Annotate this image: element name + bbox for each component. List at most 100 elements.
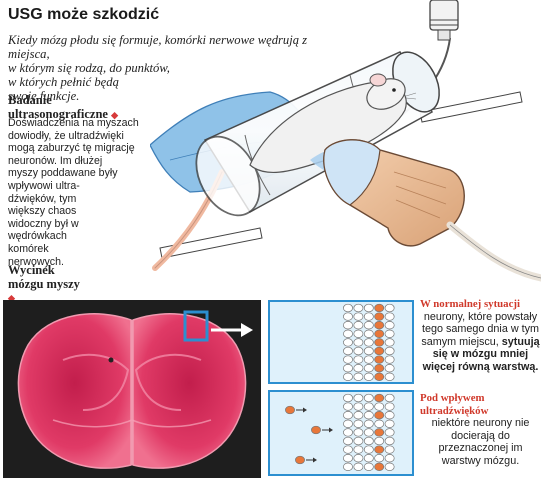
neuron-cell <box>343 462 353 471</box>
section-heading-brain-slice: Wycinek mózgu myszy ◆ <box>8 263 80 303</box>
bullet-icon: ◆ <box>111 110 119 120</box>
migrated-neuron <box>374 364 385 373</box>
neuron-cell <box>374 419 385 428</box>
arrow-head <box>313 457 317 463</box>
neuron-cell <box>343 338 353 347</box>
normal-situation-text: W normalnej sytuacji neurony, które pows… <box>420 298 540 373</box>
section-body-ultrasound: Doświadczenia na myszach dowiodły, że ul… <box>8 117 139 268</box>
neuron-cell <box>353 462 364 471</box>
neuron-cell <box>384 329 395 338</box>
neuron-cell <box>363 454 374 463</box>
neuron-cell <box>363 436 374 446</box>
ultrasound-mouse-illustration <box>150 0 541 282</box>
neuron-cell <box>343 321 353 330</box>
neuron-cell <box>353 321 364 330</box>
neuron-cell <box>343 355 353 364</box>
mouse-eye <box>392 88 396 92</box>
neuron-cell <box>343 303 353 313</box>
neuron-cell <box>343 364 353 373</box>
migrated-neuron <box>374 321 385 330</box>
neuron-cell <box>353 454 364 463</box>
tape-strip <box>159 227 263 259</box>
neuron-cell <box>343 428 353 437</box>
neuron-cell <box>384 419 395 428</box>
neuron-cell <box>363 329 374 338</box>
neuron-cell <box>363 346 374 356</box>
neuron-cell <box>384 462 395 471</box>
neuron-cell <box>353 445 364 454</box>
neuron-cell <box>343 393 353 403</box>
neuron-cell <box>353 303 364 313</box>
neuron-cell <box>384 445 395 454</box>
neuron-cell <box>363 321 374 330</box>
migrated-neuron <box>374 411 385 420</box>
neuron-cell <box>343 411 353 420</box>
neuron-cell <box>343 419 353 428</box>
neuron-cell <box>363 312 374 321</box>
brain-right-hemisphere <box>132 313 247 469</box>
neuron-cell <box>384 411 395 420</box>
neuron-cell <box>363 462 374 471</box>
neuron-cell <box>384 312 395 321</box>
neuron-cell <box>384 402 395 411</box>
intro-line: w którym się rodzą, do punktów, <box>8 61 170 75</box>
neuron-cell <box>384 321 395 330</box>
section-heading-ultrasound: Badanie ultrasonograficzne ◆ <box>8 93 119 121</box>
brain-slice-image <box>3 300 261 478</box>
migrated-neuron <box>374 338 385 347</box>
migrated-neuron <box>374 428 385 437</box>
intro-line: w których pełnić będą <box>8 75 119 89</box>
migrated-neuron <box>374 462 385 471</box>
neuron-cell <box>384 346 395 356</box>
neuron-cell <box>384 436 395 446</box>
intro-line: swoje funkcje. <box>8 89 80 103</box>
neuron-cell <box>363 303 374 313</box>
neuron-cell <box>384 372 395 381</box>
neuron-cell <box>384 364 395 373</box>
neuron-cell <box>353 402 364 411</box>
neuron-cell <box>384 355 395 364</box>
neuron-cell <box>353 411 364 420</box>
migrated-neuron <box>374 346 385 356</box>
mouse-ear <box>369 73 387 87</box>
neuron-cell <box>363 355 374 364</box>
neuron-cell <box>363 372 374 381</box>
neuron-cell <box>363 445 374 454</box>
neuron-cell <box>363 338 374 347</box>
arrow-head <box>303 407 307 413</box>
stray-neuron <box>295 455 305 465</box>
intro-line: Kiedy mózg płodu się formuje, komórki ne… <box>8 33 308 61</box>
neuron-cell <box>384 454 395 463</box>
neuron-cell <box>384 428 395 437</box>
neuron-cell <box>363 411 374 420</box>
ultrasound-effect-text: Pod wpływem ultradźwięków niektóre neuro… <box>420 392 530 467</box>
migrated-neuron <box>374 312 385 321</box>
arrow-head <box>329 427 333 433</box>
stray-neuron <box>285 405 295 415</box>
neuron-cell <box>384 393 395 403</box>
neuron-cell <box>343 436 353 446</box>
stray-neuron <box>311 425 321 435</box>
migrated-neuron <box>374 393 385 403</box>
mouse-body <box>249 81 407 173</box>
brain-left-hemisphere <box>17 313 132 469</box>
neuron-cell <box>374 402 385 411</box>
migrated-neuron <box>374 329 385 338</box>
neuron-grid-normal <box>343 303 395 381</box>
neuron-cell <box>353 329 364 338</box>
bullet-icon: ◆ <box>8 293 15 303</box>
neuron-cell <box>363 402 374 411</box>
neuron-cell <box>353 428 364 437</box>
neuron-cell <box>353 436 364 446</box>
neuron-cell <box>384 303 395 313</box>
neuron-cell <box>353 364 364 373</box>
migrated-neuron <box>374 303 385 313</box>
neuron-cell <box>343 312 353 321</box>
brain-slice-drawing <box>17 310 253 469</box>
neuron-cell <box>353 312 364 321</box>
neuron-cell <box>343 346 353 356</box>
neuron-cell <box>343 372 353 381</box>
neuron-cell <box>343 402 353 411</box>
normal-neurons-panel <box>268 300 414 384</box>
probe-cord <box>446 221 541 282</box>
